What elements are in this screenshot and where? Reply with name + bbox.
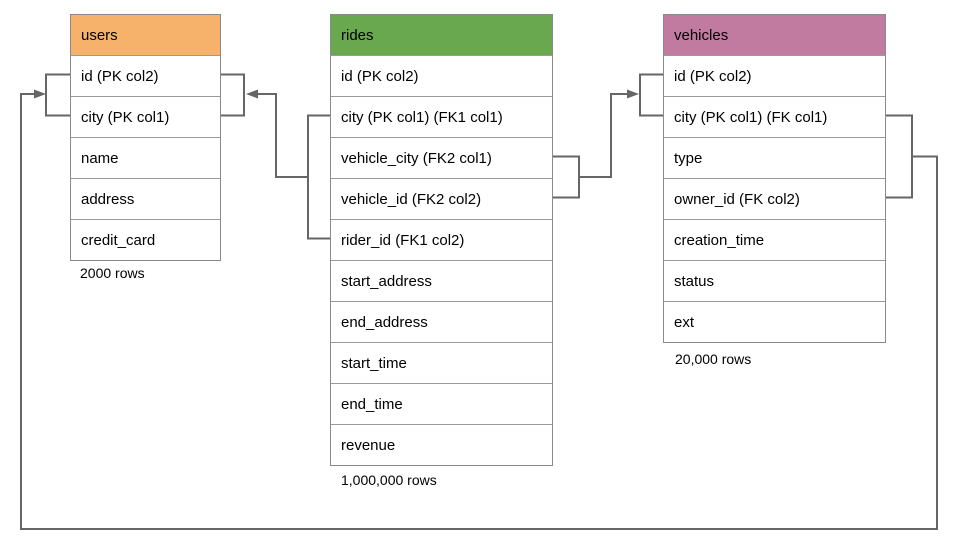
table-rides: rides id (PK col2) city (PK col1) (FK1 c… — [330, 14, 553, 466]
arrowhead-into-vehicles-left — [627, 89, 639, 99]
rides-row-revenue: revenue — [331, 424, 552, 465]
rides-row-rider-id: rider_id (FK1 col2) — [331, 219, 552, 260]
rides-row-end-time: end_time — [331, 383, 552, 424]
vehicles-row-status: status — [664, 260, 885, 301]
vehicles-row-id: id (PK col2) — [664, 55, 885, 96]
table-users: users id (PK col2) city (PK col1) name a… — [70, 14, 221, 261]
table-vehicles-header: vehicles — [664, 15, 885, 55]
vehicles-row-count: 20,000 rows — [675, 351, 752, 367]
vehicles-row-ext: ext — [664, 301, 885, 342]
vehicles-row-owner-id: owner_id (FK col2) — [664, 178, 885, 219]
users-row-id: id (PK col2) — [71, 55, 220, 96]
table-users-header: users — [71, 15, 220, 55]
vehicles-row-city: city (PK col1) (FK col1) — [664, 96, 885, 137]
rides-row-city: city (PK col1) (FK1 col1) — [331, 96, 552, 137]
users-row-city: city (PK col1) — [71, 96, 220, 137]
arrowhead-into-users-right — [246, 89, 258, 99]
vehicles-row-creation-time: creation_time — [664, 219, 885, 260]
rides-row-end-address: end_address — [331, 301, 552, 342]
rides-row-id: id (PK col2) — [331, 55, 552, 96]
table-vehicles: vehicles id (PK col2) city (PK col1) (FK… — [663, 14, 886, 343]
rides-row-vehicle-city: vehicle_city (FK2 col1) — [331, 137, 552, 178]
table-rides-header: rides — [331, 15, 552, 55]
vehicles-row-type: type — [664, 137, 885, 178]
users-row-name: name — [71, 137, 220, 178]
fk2-rides-to-vehicles-connector — [553, 73, 663, 199]
rides-row-count: 1,000,000 rows — [341, 472, 437, 488]
users-row-credit-card: credit_card — [71, 219, 220, 260]
users-row-count: 2000 rows — [80, 265, 145, 281]
rides-row-vehicle-id: vehicle_id (FK2 col2) — [331, 178, 552, 219]
rides-row-start-time: start_time — [331, 342, 552, 383]
fk1-rides-to-users-connector — [220, 73, 330, 240]
arrowhead-into-users-left — [34, 89, 46, 99]
users-row-address: address — [71, 178, 220, 219]
rides-row-start-address: start_address — [331, 260, 552, 301]
